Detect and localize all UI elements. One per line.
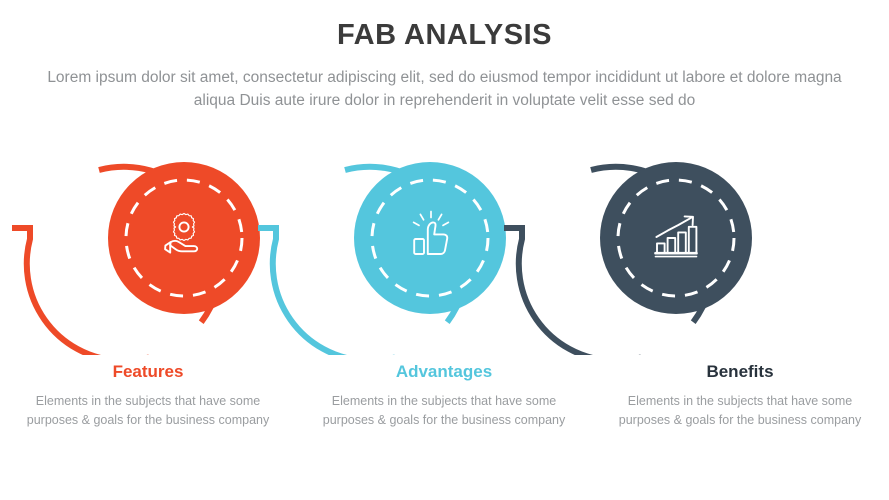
header: FAB ANALYSIS Lorem ipsum dolor sit amet,…	[0, 19, 889, 112]
caption-title-advantages: Advantages	[395, 362, 493, 381]
caption-benefits: Benefits Elements in the subjects that h…	[592, 362, 888, 430]
page-subtitle: Lorem ipsum dolor sit amet, consectetur …	[47, 68, 842, 110]
step-graphic-benefits[interactable]	[504, 162, 752, 355]
fab-diagram	[0, 140, 889, 355]
caption-title-benefits: Benefits	[706, 362, 774, 381]
page-title: FAB ANALYSIS	[337, 19, 552, 51]
caption-row: Features Elements in the subjects that h…	[0, 362, 889, 430]
step-graphic-advantages[interactable]	[258, 162, 506, 355]
gear-in-hand-icon	[164, 212, 199, 254]
caption-desc-benefits: Elements in the subjects that have some …	[618, 394, 862, 428]
thumbs-up-sparkle-icon	[412, 210, 450, 255]
step-dashed-ring-features	[124, 178, 244, 298]
step-dashed-ring-benefits	[616, 178, 736, 298]
caption-desc-features: Elements in the subjects that have some …	[26, 394, 270, 428]
step-dashed-ring-advantages	[370, 178, 490, 298]
caption-advantages: Advantages Elements in the subjects that…	[296, 362, 592, 430]
caption-title-features: Features	[112, 362, 184, 381]
step-graphic-features[interactable]	[12, 162, 260, 355]
caption-features: Features Elements in the subjects that h…	[0, 362, 296, 430]
step-circle-advantages[interactable]	[354, 162, 506, 314]
caption-desc-advantages: Elements in the subjects that have some …	[322, 394, 566, 428]
growth-bar-chart-icon	[654, 215, 698, 258]
step-circle-features[interactable]	[108, 162, 260, 314]
